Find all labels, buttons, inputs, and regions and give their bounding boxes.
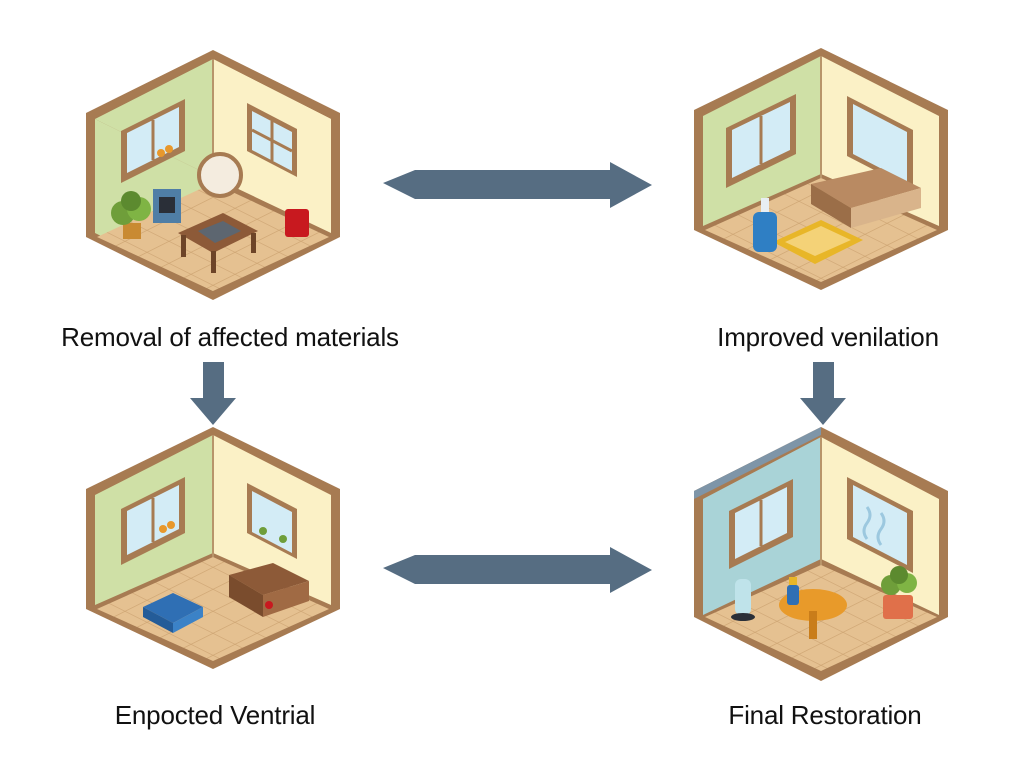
step-label-ventrial: Enpocted Ventrial — [114, 700, 316, 730]
room-illustration-icon — [86, 427, 340, 669]
room-illustration-icon — [694, 427, 948, 681]
arrow-icon — [383, 547, 652, 593]
step-label-ventilation: Improved venilation — [717, 322, 939, 352]
step-label-removal: Removal of affected materials — [61, 322, 399, 352]
arrow-icon — [383, 162, 652, 208]
arrow-icon — [800, 362, 846, 425]
room-illustration-icon — [694, 48, 948, 290]
arrow-icon — [190, 362, 236, 425]
room-illustration-icon — [86, 50, 340, 300]
step-label-restoration: Final Restoration — [728, 700, 922, 730]
